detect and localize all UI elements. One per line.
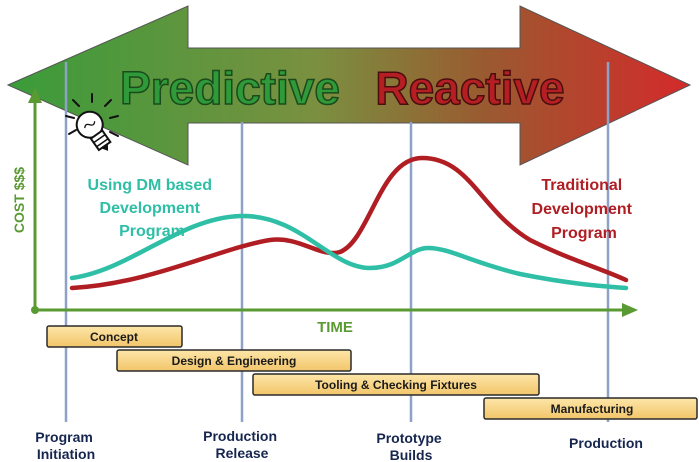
dm-program-label: Using DM based Development Program [88,177,217,240]
traditional-program-curve [69,155,629,291]
cost-axis: COST $$$ [11,88,42,314]
phase-bar-tooling-checking-fixtures: Tooling & Checking Fixtures [252,373,540,396]
svg-text:Design & Engineering: Design & Engineering [172,354,297,368]
milestone-gridlines [64,62,610,422]
svg-text:Tooling & Checking Fixtures: Tooling & Checking Fixtures [315,378,477,392]
phase-bar-design-engineering: Design & Engineering [116,349,352,372]
time-axis-label: TIME [317,319,353,336]
traditional-program-label: Traditional Development Program [532,177,637,242]
svg-text:Manufacturing: Manufacturing [551,402,634,416]
phase-bars: Concept Design & Engineering Tooling & C… [46,325,698,420]
milestone-program-initiation: Program Initiation [35,429,96,462]
time-axis: TIME [35,303,638,336]
svg-text:Concept: Concept [90,330,138,344]
predictive-reactive-arrow: Predictive Reactive [6,5,692,166]
phase-bar-concept: Concept [46,325,183,348]
lightbulb-icon [65,93,119,152]
milestone-prototype-builds: Prototype Builds [376,430,445,462]
dm-program-curve [69,213,629,291]
predictive-label: Predictive [120,62,340,114]
milestone-production-release: Production Release [203,428,281,461]
phase-bar-manufacturing: Manufacturing [483,397,698,420]
milestone-production: Production [569,435,643,451]
milestone-labels: Program Initiation Production Release Pr… [35,428,643,462]
reactive-label: Reactive [375,62,564,114]
cost-axis-label: COST $$$ [11,167,27,233]
